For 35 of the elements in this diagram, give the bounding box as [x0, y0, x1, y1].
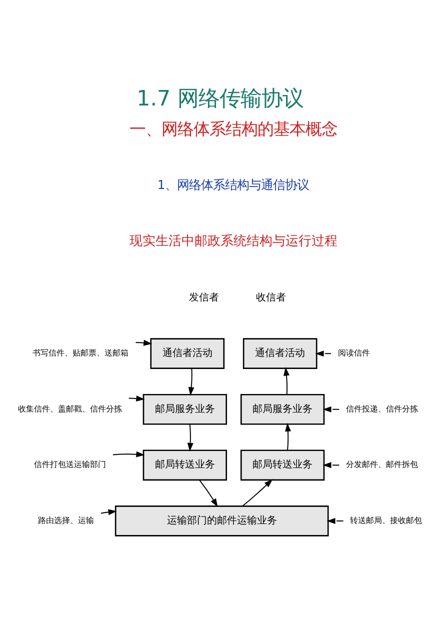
node-box: 通信者活动 — [242, 338, 318, 368]
arrow — [322, 406, 340, 412]
node-box: 邮局转送业务 — [240, 449, 325, 480]
node-box: 通信者活动 — [150, 338, 225, 368]
node-box: 邮局服务业务 — [240, 393, 325, 424]
node-box: 运输部门的邮件运输业务 — [114, 505, 329, 536]
arrow — [285, 422, 291, 450]
arrow — [112, 450, 145, 457]
node-text: 分发邮件、邮件拆包 — [346, 458, 418, 469]
arrow — [315, 350, 332, 356]
arrow — [135, 339, 152, 346]
label: 1、网络体系结构与通信协议 — [157, 178, 310, 192]
label: 发信者 — [188, 292, 219, 303]
arrow — [188, 368, 194, 396]
diagram-title: 1.7 网络传输协议 — [136, 86, 304, 112]
label: 现实生活中邮政系统结构与运行过程 — [129, 234, 338, 249]
node-text: 书写信件、贴邮票、送邮箱 — [32, 347, 129, 358]
arrow — [242, 478, 273, 506]
arrow — [322, 462, 340, 468]
arrow — [284, 366, 290, 394]
arrow — [187, 423, 194, 451]
node-text: 信件打包送运输部门 — [34, 458, 106, 469]
node-box: 邮局服务业务 — [142, 393, 228, 424]
node-text: 收集信件、盖邮戳、信件分拣 — [18, 402, 122, 413]
arrow — [128, 395, 145, 402]
label: 收信者 — [256, 292, 286, 303]
node-text: 转送邮局、接收邮包 — [350, 514, 422, 524]
node-text: 信件投递、信件分拣 — [346, 402, 418, 413]
arrow — [100, 508, 117, 515]
label: 一、网络体系结构的基本概念 — [129, 119, 338, 138]
arrow — [199, 479, 218, 507]
node-text: 路由选择、运输 — [38, 514, 94, 524]
arrow — [326, 517, 344, 524]
node-box: 邮局转送业务 — [142, 449, 228, 480]
node-text: 阅读信件 — [338, 347, 370, 358]
